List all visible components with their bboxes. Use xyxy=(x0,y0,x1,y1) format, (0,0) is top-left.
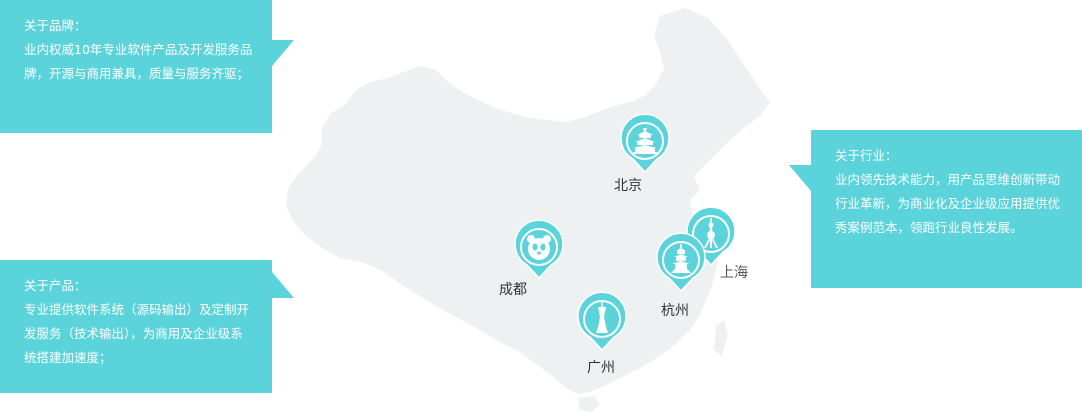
about-industry-heading: 关于行业： xyxy=(835,148,898,163)
about-brand-text: 业内权威10年专业软件产品及开发服务品牌，开源与商用兼具，质量与服务齐驱； xyxy=(24,42,253,81)
taiwan-island xyxy=(714,320,728,356)
pearl-tower-icon xyxy=(704,218,718,248)
product-card-pointer xyxy=(272,272,294,298)
about-product-heading: 关于产品： xyxy=(24,278,87,293)
pin-beijing[interactable] xyxy=(620,113,670,174)
city-label-chengdu[interactable]: 成都 xyxy=(499,282,527,298)
city-label-beijing[interactable]: 北京 xyxy=(614,178,642,194)
hainan-island xyxy=(578,396,600,412)
panda-icon xyxy=(527,235,551,260)
about-product-text: 专业提供软件系统（源码输出）及定制开发服务（技术输出），为商用及企业级系统搭建加… xyxy=(24,302,250,365)
pin-hangzhou[interactable] xyxy=(656,232,706,293)
about-product-card: 关于产品： 专业提供软件系统（源码输出）及定制开发服务（技术输出），为商用及企业… xyxy=(0,260,272,393)
pagoda-icon xyxy=(671,244,691,273)
canton-tower-icon xyxy=(596,302,608,333)
temple-of-heaven-icon xyxy=(633,128,657,154)
brand-card-pointer xyxy=(272,40,294,66)
city-label-shanghai[interactable]: 上海 xyxy=(720,265,748,281)
pin-guangzhou[interactable] xyxy=(577,291,627,352)
about-brand-card: 关于品牌： 业内权威10年专业软件产品及开发服务品牌，开源与商用兼具，质量与服务… xyxy=(0,0,272,133)
about-industry-text: 业内领先技术能力，用产品思维创新带动行业革新，为商业化及企业级应用提供优秀案例范… xyxy=(835,172,1061,235)
city-label-guangzhou[interactable]: 广州 xyxy=(587,360,615,376)
about-brand-heading: 关于品牌： xyxy=(24,18,87,33)
about-industry-card: 关于行业： 业内领先技术能力，用产品思维创新带动行业革新，为商业化及企业级应用提… xyxy=(811,130,1082,288)
china-mainland xyxy=(286,8,770,394)
industry-card-pointer xyxy=(789,165,811,191)
pin-chengdu[interactable] xyxy=(514,219,564,280)
city-label-hangzhou[interactable]: 杭州 xyxy=(661,303,689,319)
